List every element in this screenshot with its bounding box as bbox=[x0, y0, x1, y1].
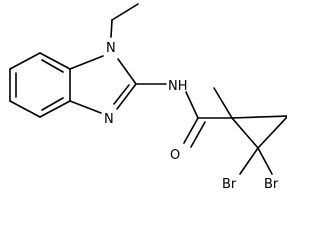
bond bbox=[111, 3, 139, 21]
bond bbox=[239, 147, 259, 175]
atom-label-n-imine: N bbox=[104, 112, 114, 127]
bond bbox=[116, 83, 137, 110]
molecule-drawing: N N NH O Br Br bbox=[9, 3, 287, 192]
atom-label-n-ethyl: N bbox=[106, 41, 116, 56]
bond bbox=[9, 52, 41, 70]
bond bbox=[69, 55, 104, 70]
atom-label-nh: NH bbox=[168, 79, 188, 94]
bond bbox=[69, 100, 102, 114]
bond bbox=[117, 58, 137, 85]
double-bond-inner bbox=[113, 84, 130, 105]
bond bbox=[257, 147, 273, 175]
structure-diagram: N N NH O Br Br bbox=[9, 3, 287, 192]
double-bond-inner bbox=[190, 121, 206, 148]
atom-label-oxygen: O bbox=[170, 148, 180, 163]
cyclopropane-ring bbox=[197, 87, 287, 175]
bond bbox=[231, 117, 259, 149]
bond bbox=[39, 52, 71, 70]
imidazole-ring bbox=[69, 55, 137, 114]
bond bbox=[185, 91, 199, 119]
benzene-ring bbox=[9, 52, 71, 118]
atom-label-bromine-right: Br bbox=[264, 177, 279, 192]
bond bbox=[9, 100, 41, 118]
bond bbox=[213, 87, 233, 119]
bond bbox=[183, 117, 199, 144]
double-bond-inner bbox=[41, 59, 64, 73]
ethyl-group bbox=[110, 3, 139, 38]
atom-label-bromine-left: Br bbox=[222, 177, 237, 192]
bond bbox=[231, 115, 287, 119]
amide-linkage bbox=[135, 83, 206, 148]
bond bbox=[39, 100, 71, 118]
bond bbox=[110, 19, 113, 38]
double-bond-inner bbox=[41, 97, 64, 111]
bond bbox=[257, 115, 287, 149]
